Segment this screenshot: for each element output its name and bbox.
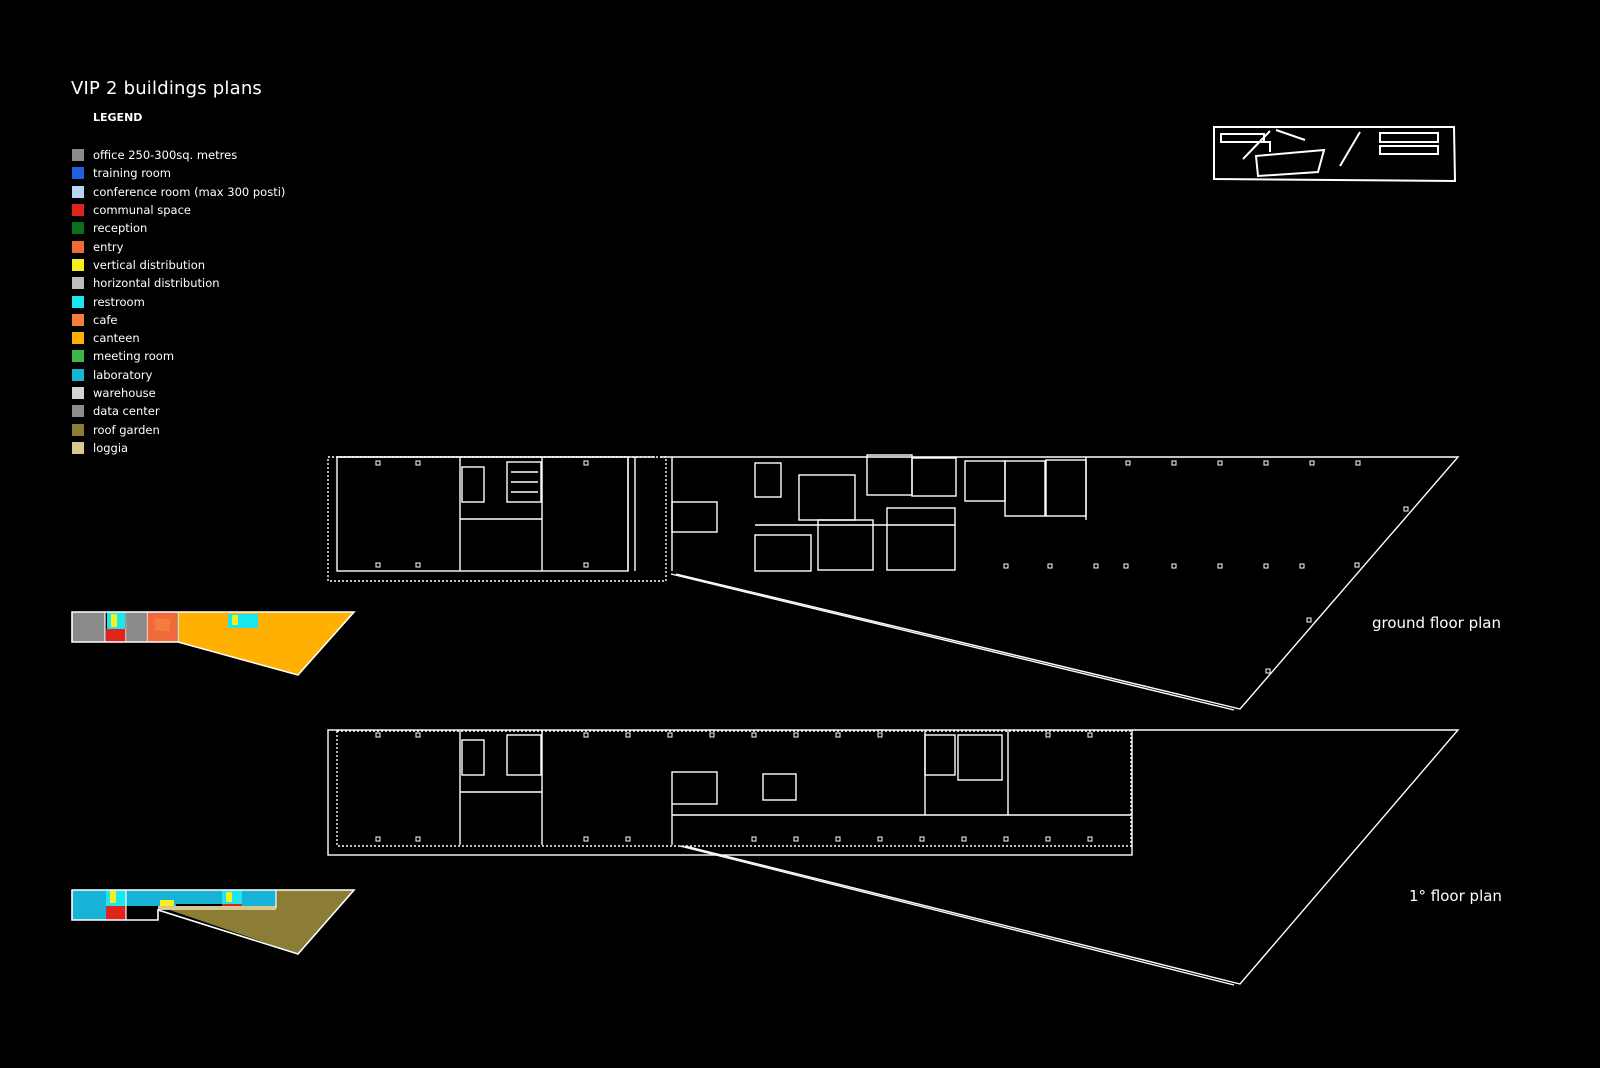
legend-item-entry: entry xyxy=(72,237,285,255)
legend-label: communal space xyxy=(93,203,191,218)
legend-item-vertical-distribution: vertical distribution xyxy=(72,256,285,274)
key-plan xyxy=(1213,126,1457,183)
legend-label: restroom xyxy=(93,294,145,309)
legend-label: roof garden xyxy=(93,422,160,437)
legend-swatch xyxy=(72,222,84,235)
vertical-distribution-zone xyxy=(226,892,232,902)
legend-label: data center xyxy=(93,404,160,419)
loggia-zone xyxy=(158,906,276,910)
legend-label: warehouse xyxy=(93,386,156,400)
legend-swatch xyxy=(72,258,84,271)
first-floor-colour-diagram xyxy=(71,889,356,955)
legend-item-horizontal-distribution: horizontal distribution xyxy=(72,274,285,292)
legend-swatch xyxy=(72,185,84,198)
legend-swatch xyxy=(72,277,84,290)
legend-item-conference-room: conference room (max 300 posti) xyxy=(72,183,285,201)
legend-label: vertical distribution xyxy=(93,257,206,272)
laboratory-zone xyxy=(72,890,106,920)
communal-zone xyxy=(106,906,126,920)
legend-label: loggia xyxy=(93,440,129,455)
first-floor-plan-label: 1° floor plan xyxy=(1409,887,1502,905)
ground-floor-plan-label: ground floor plan xyxy=(1372,614,1501,632)
vertical-distribution-zone xyxy=(110,891,116,903)
legend-item-office: office 250-300sq. metres xyxy=(72,146,285,164)
legend-swatch xyxy=(72,167,84,180)
legend-label: office 250-300sq. metres xyxy=(93,148,238,163)
legend-swatch xyxy=(72,313,84,326)
legend-heading: LEGEND xyxy=(93,111,143,124)
legend: office 250-300sq. metres training room c… xyxy=(72,146,285,457)
legend-item-reception: reception xyxy=(72,219,285,237)
legend-swatch xyxy=(72,240,84,253)
legend-label: meeting room xyxy=(93,349,175,364)
legend-swatch xyxy=(72,387,84,399)
legend-swatch xyxy=(72,149,84,162)
canteen-zone xyxy=(178,612,354,675)
legend-item-canteen: canteen xyxy=(72,329,285,347)
legend-label: laboratory xyxy=(93,367,153,382)
legend-item-data-center: data center xyxy=(72,402,285,420)
office-zone xyxy=(127,612,146,642)
vertical-distribution-zone xyxy=(160,900,174,906)
ground-floor-columns xyxy=(375,460,1409,674)
legend-label: canteen xyxy=(93,331,140,346)
reception-zone xyxy=(155,619,170,631)
legend-label: reception xyxy=(93,221,148,236)
communal-zone xyxy=(106,629,126,642)
first-floor-plan xyxy=(327,729,1460,986)
legend-swatch xyxy=(72,295,84,308)
legend-label: cafe xyxy=(93,312,118,327)
legend-item-cafe: cafe xyxy=(72,311,285,329)
legend-item-training-room: training room xyxy=(72,164,285,182)
legend-swatch xyxy=(72,423,84,436)
first-floor-columns xyxy=(375,732,1093,842)
legend-swatch xyxy=(72,368,84,381)
legend-swatch xyxy=(72,204,84,217)
legend-swatch xyxy=(72,332,84,345)
legend-item-laboratory: laboratory xyxy=(72,366,285,384)
legend-label: horizontal distribution xyxy=(93,276,220,291)
legend-item-loggia: loggia xyxy=(72,439,285,457)
legend-label: training room xyxy=(93,166,171,181)
legend-item-communal-space: communal space xyxy=(72,201,285,219)
legend-item-roof-garden: roof garden xyxy=(72,420,285,438)
ground-floor-colour-diagram xyxy=(71,611,356,676)
vertical-distribution-zone xyxy=(111,614,117,627)
laboratory-zone xyxy=(242,890,276,906)
ground-floor-plan xyxy=(327,454,1460,711)
legend-item-meeting-room: meeting room xyxy=(72,347,285,365)
legend-swatch xyxy=(72,441,84,454)
laboratory-zone xyxy=(176,890,222,904)
legend-swatch xyxy=(72,405,84,418)
vertical-distribution-zone xyxy=(232,615,238,625)
page-title: VIP 2 buildings plans xyxy=(71,78,263,99)
legend-item-restroom: restroom xyxy=(72,292,285,310)
office-zone xyxy=(72,612,105,642)
legend-label: entry xyxy=(93,239,124,254)
legend-item-warehouse: warehouse xyxy=(72,384,285,402)
legend-label: conference room (max 300 posti) xyxy=(93,184,286,199)
legend-swatch xyxy=(72,350,84,363)
